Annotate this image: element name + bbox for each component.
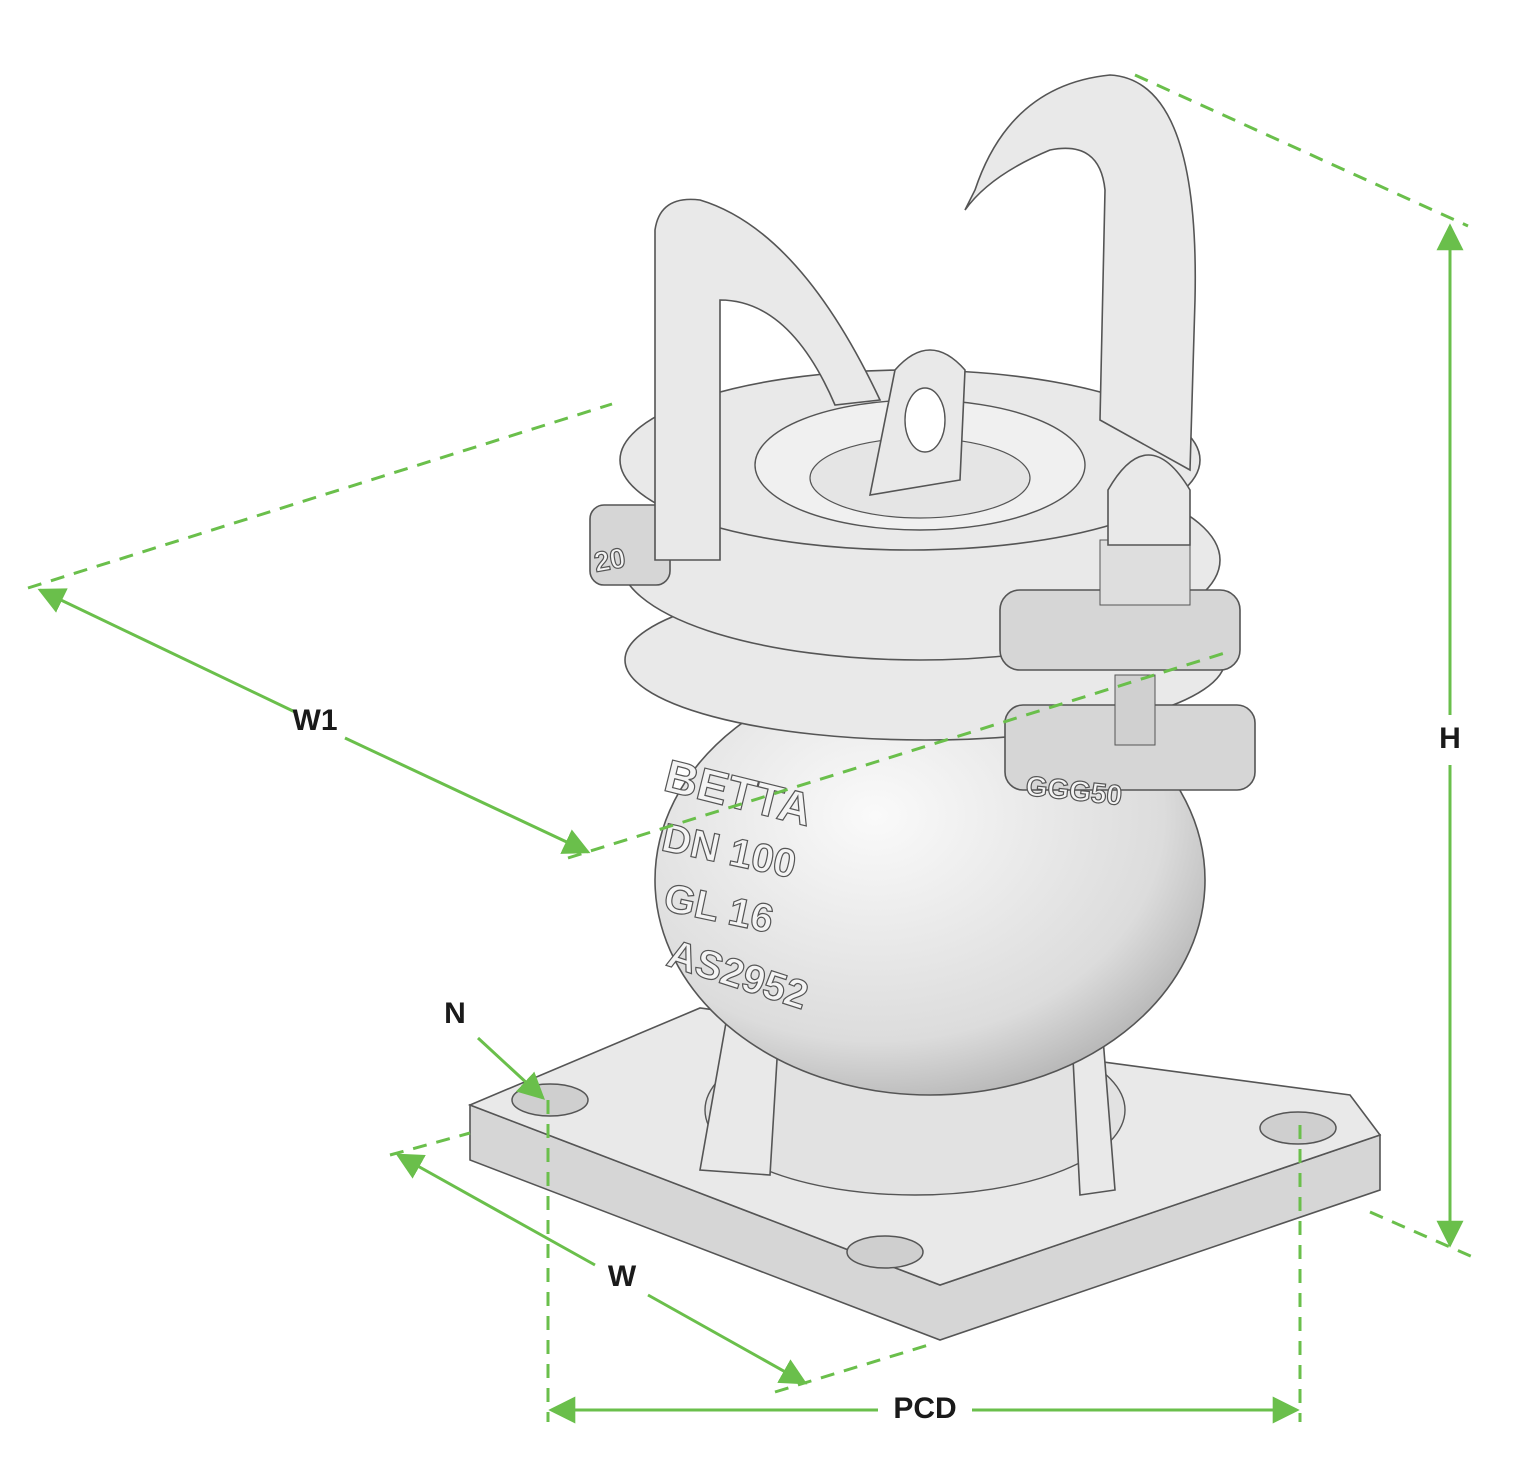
dimension-w1: W1 — [27, 402, 1229, 860]
extension-line — [1369, 1210, 1476, 1260]
valve-body: BETTA DN 100 GL 16 AS2952 GGG50 20 — [467, 74, 1382, 1341]
dimension-line — [647, 1293, 808, 1385]
extension-line — [27, 402, 613, 590]
handle-left — [654, 198, 882, 561]
dimension-n: N — [444, 997, 545, 1100]
extension-line — [567, 650, 1229, 860]
dimension-w: W — [389, 1131, 936, 1394]
marking-lug-number: 20 — [592, 542, 628, 578]
label-h: H — [1439, 722, 1461, 755]
label-w: W — [608, 1260, 637, 1293]
dimension-pcd: PCD — [546, 1100, 1302, 1425]
handle-right — [964, 74, 1197, 472]
label-pcd: PCD — [893, 1392, 956, 1425]
bolt-hole — [846, 1235, 924, 1269]
bolt-hole — [1259, 1111, 1337, 1145]
cap-nut — [1107, 454, 1191, 546]
dimension-line — [395, 1153, 596, 1267]
nut — [1099, 539, 1191, 606]
leader-line — [476, 1036, 545, 1100]
label-w1: W1 — [293, 704, 338, 737]
bolt-hole — [511, 1083, 589, 1117]
lifting-eye-hole — [904, 387, 946, 453]
dimension-h: H — [1134, 73, 1476, 1260]
extension-line — [774, 1341, 936, 1394]
dimension-line — [37, 588, 296, 714]
label-n: N — [444, 997, 466, 1030]
dimension-line — [344, 736, 591, 854]
extension-line — [1134, 73, 1469, 228]
extension-line — [389, 1131, 471, 1157]
